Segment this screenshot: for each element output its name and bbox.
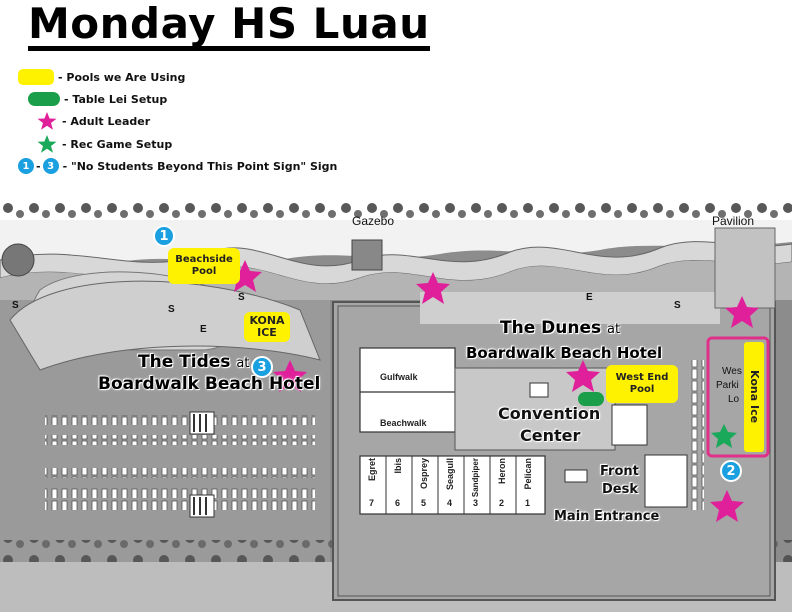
legend-rec-game-label: - Rec Game Setup [62,137,173,151]
room-osprey: Osprey [419,458,429,490]
front-desk-1: Front [600,464,639,479]
room-egret-num: 7 [369,498,375,508]
legend-adult-leader-label: - Adult Leader [62,114,151,128]
beachside-pool: Beachside Pool [168,248,240,284]
pool-swatch [18,69,54,85]
dunes-at: at [607,322,621,337]
sign-marker-2: 2 [720,460,742,482]
legend-rec-game: - Rec Game Setup [18,135,172,153]
legend-sign-dash: - [36,159,41,173]
room-heron: Heron [497,458,507,485]
letter-s: S [168,304,175,315]
gazebo-label: Gazebo [352,214,395,228]
legend-adult-leader: - Adult Leader [18,112,150,130]
west-parking-1: Wes [722,366,742,377]
letter-e: E [200,324,207,335]
west-end-pool: West End Pool [606,365,678,403]
kona-ice-tides: KONA ICE [244,312,290,342]
adult-leader-star [710,490,744,522]
beachwalk-label: Beachwalk [380,418,427,428]
adult-leader-star [416,272,450,304]
letter-s: S [12,300,19,311]
room-sandpiper-num: 3 [473,498,479,508]
sign-icon: 1 [18,158,34,174]
room-seagull-num: 4 [447,498,453,508]
page-title: Monday HS Luau [28,2,430,51]
letter-s: S [238,292,245,303]
adult-leader-star [725,296,759,328]
legend-sign-label: - "No Students Beyond This Point Sign" S… [62,159,338,173]
map-base [0,202,792,612]
star-icon [37,112,57,130]
resort-map: Gazebo Pavilion Beachside Pool KONA ICE … [0,200,792,612]
room-heron-num: 2 [499,498,505,508]
tides-title: The Tides at [138,352,249,372]
room-pelican-num: 1 [525,498,531,508]
room-pelican: Pelican [523,458,533,490]
room-sandpiper: Sandpiper [471,458,480,498]
dunes-title: The Dunes at [500,318,620,338]
convention-center-1: Convention [498,404,601,423]
legend-pools: - Pools we Are Using [18,68,185,86]
pavilion-label: Pavilion [712,214,755,228]
west-parking-2: Parki [716,380,739,391]
convention-center-2: Center [520,426,581,445]
sign-icon: 3 [42,158,59,174]
adult-leader-star [228,260,262,292]
letter-s: S [674,300,681,311]
west-parking-3: Lo [728,394,740,405]
dunes-hotel: Boardwalk Beach Hotel [466,344,663,362]
star-icon [37,135,57,153]
lei-swatch [28,92,60,106]
gulfwalk-label: Gulfwalk [380,372,418,382]
tides-hotel: Boardwalk Beach Hotel [98,374,321,394]
room-egret: Egret [367,458,377,482]
dunes-name: The Dunes [500,318,602,338]
legend-table-lei-label: - Table Lei Setup [64,92,168,106]
adult-leader-star [566,360,600,392]
room-ibis-num: 6 [395,498,401,508]
room-osprey-num: 5 [421,498,427,508]
room-ibis: Ibis [393,458,403,474]
legend-sign: 1 - 3 - "No Students Beyond This Point S… [18,157,337,175]
tides-name: The Tides [138,352,231,372]
kona-ice-dunes: Kona Ice [744,342,764,452]
sign-marker-1: 1 [153,225,175,247]
legend-table-lei: - Table Lei Setup [18,90,167,108]
adult-leader-star [273,360,307,392]
room-seagull: Seagull [445,458,455,491]
tides-at: at [236,356,250,371]
front-desk-2: Desk [602,482,638,497]
sign-marker-3: 3 [251,356,273,378]
rec-game-star [711,424,737,448]
legend-pools-label: - Pools we Are Using [58,70,186,84]
main-entrance: Main Entrance [554,509,660,524]
letter-e: E [586,292,593,303]
